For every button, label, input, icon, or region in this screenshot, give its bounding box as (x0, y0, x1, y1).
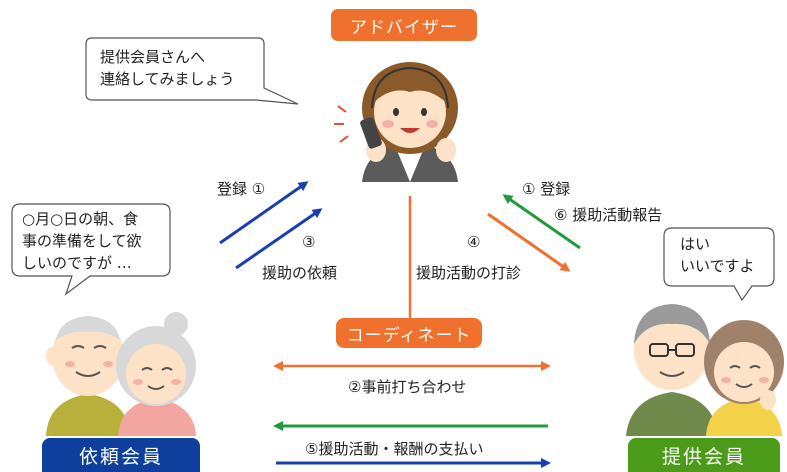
left-register-arrow (219, 181, 309, 245)
requester-bubble-line-1: ○月○日の朝、食 (22, 210, 139, 228)
provider-node-label: 提供会員 (661, 445, 746, 468)
provider-bubble-line-1: はい (680, 235, 711, 253)
advisor-node: アドバイザー (331, 9, 477, 41)
advisor-bubble-line-1: 提供会員さんへ (100, 48, 206, 66)
right-sound-label: 援助活動の打診 (416, 264, 522, 282)
requester-bubble-line-3: しいのですが … (22, 254, 132, 272)
right-register-label: ① 登録 (522, 180, 571, 198)
advisor-node-label: アドバイザー (350, 17, 458, 38)
coordinate-node-label: コーディネート (346, 325, 472, 346)
coordinate-node: コーディネート (336, 318, 482, 348)
requester-node: 依頼会員 (42, 438, 200, 472)
payment-label: ⑤援助活動・報酬の支払い (305, 440, 484, 458)
requester-node-label: 依頼会員 (78, 445, 163, 468)
right-sound-number: ④ (467, 233, 481, 251)
right-sound-arrow (487, 212, 571, 272)
pre-meeting-label: ②事前打ち合わせ (348, 378, 467, 396)
left-request-arrow (235, 208, 323, 270)
advisor-bubble-line-2: 連絡してみましょう (100, 70, 235, 88)
right-report-label: ⑥ 援助活動報告 (554, 206, 663, 224)
left-request-label: 援助の依頼 (262, 264, 338, 282)
left-register-label: 登録 ① (217, 180, 266, 198)
provider-node: 提供会員 (628, 438, 780, 472)
left-request-number: ③ (302, 233, 316, 251)
provider-bubble-line-2: いいですよ (680, 257, 755, 275)
right-register-arrow (502, 194, 581, 250)
requester-bubble-line-2: 事の準備をして欲 (22, 232, 142, 250)
